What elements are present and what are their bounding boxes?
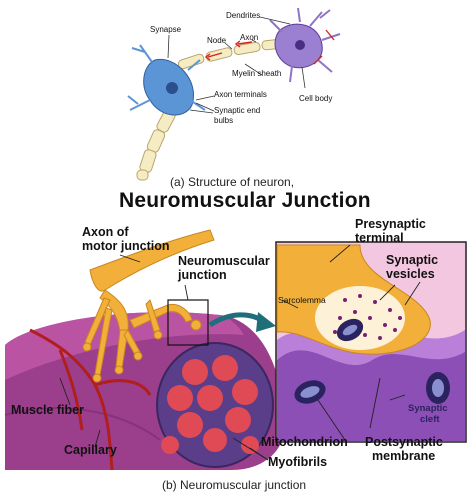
label-capillary: Capillary [64,443,117,457]
neuron-leader-lines [167,16,306,114]
page-title: Neuromuscular Junction [119,189,371,212]
label-synaptic-vesicles-1: Synaptic [386,253,439,267]
label-myofibrils: Myofibrils [268,455,328,469]
label-cell-body: Cell body [299,94,333,103]
label-postsynaptic-membrane-1: Postsynaptic [365,435,443,449]
label-synaptic-end: Synaptic end [214,106,261,115]
zoom-panel [275,241,467,443]
label-axon-of-motor-junction-1: Axon of [82,225,129,239]
myofibrils-cross-section [156,342,274,468]
label-myelin-sheath: Myelin sheath [232,69,282,78]
label-mitochondrion: Mitochondrion [261,435,348,449]
label-axon: Axon [240,33,259,42]
zoom-arrow [208,312,276,332]
label-postsynaptic-membrane-2: membrane [372,449,436,463]
label-synaptic-cleft-1: Synaptic [408,403,448,414]
label-dendrites: Dendrites [226,11,261,20]
caption-neuron: (a) Structure of neuron, [170,175,295,189]
label-synapse: Synapse [150,25,182,34]
label-presynaptic-terminal-1: Presynaptic [355,217,426,231]
label-bulbs: bulbs [214,116,234,125]
label-synaptic-vesicles-2: vesicles [386,267,435,281]
cell-body-illustration [269,7,341,83]
motor-axon [82,229,215,383]
neuron-body [127,44,206,116]
label-axon-terminals: Axon terminals [214,90,267,99]
label-synaptic-cleft-2: cleft [420,414,440,425]
caption-nmj: (b) Neuromuscular junction [162,478,307,492]
label-node: Node [207,36,227,45]
label-axon-of-motor-junction-2: motor junction [82,239,170,253]
label-neuromuscular-junction-1: Neuromuscular [178,254,270,268]
signal-arrows [204,40,253,61]
capillary-vessels [29,328,152,471]
label-presynaptic-terminal-2: terminal [355,231,404,245]
nmj-leader-lines [59,244,421,461]
label-neuromuscular-junction-2: junction [178,268,227,282]
label-muscle-fiber: Muscle fiber [11,403,84,417]
label-sarcolemma: Sarcolemma [278,295,326,305]
